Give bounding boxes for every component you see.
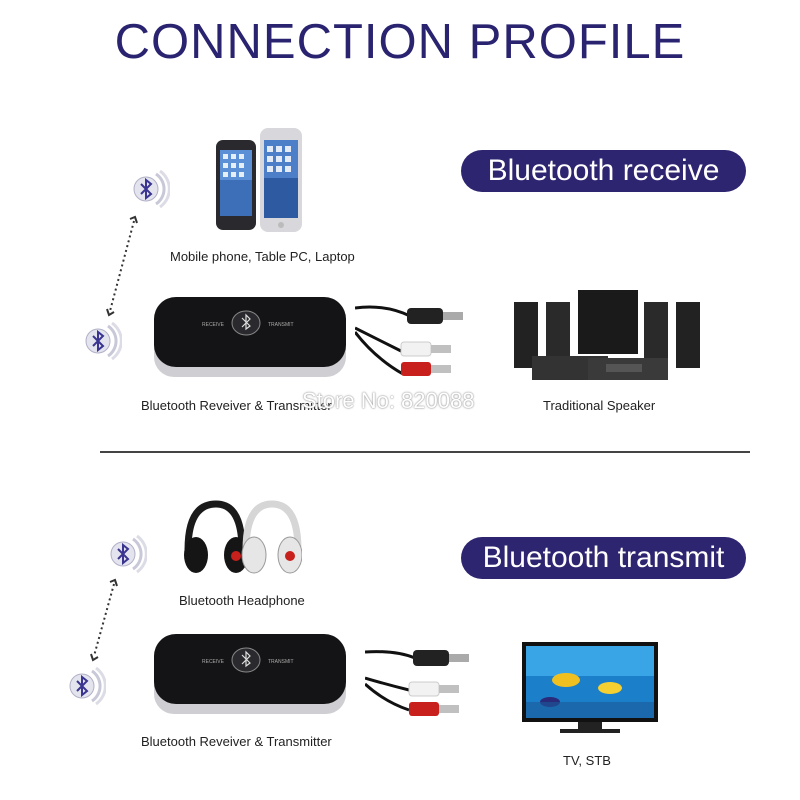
bluetooth-receiver-device: RECEIVE TRANSMIT	[150, 293, 350, 383]
headphone-icon	[182, 500, 302, 580]
bluetooth-icon	[128, 168, 170, 210]
bluetooth-receive-badge: Bluetooth receive	[461, 150, 746, 192]
source-device-label: Mobile phone, Table PC, Laptop	[170, 249, 355, 264]
receive-mode-text: RECEIVE	[202, 659, 225, 665]
transmit-mode-text: TRANSMIT	[268, 322, 294, 328]
audio-cable-icon	[355, 298, 475, 388]
tv-icon	[520, 640, 660, 736]
phone-icon	[214, 126, 304, 236]
bluetooth-transmit-badge: Bluetooth transmit	[461, 537, 746, 579]
device-label: Bluetooth Reveiver & Transmitter	[141, 398, 332, 413]
section-divider	[100, 451, 750, 453]
audio-cable-icon	[365, 640, 485, 730]
receive-mode-text: RECEIVE	[202, 322, 225, 328]
source-device-label: Bluetooth Headphone	[179, 593, 305, 608]
speaker-icon	[510, 288, 705, 388]
output-device-label: TV, STB	[563, 753, 611, 768]
bluetooth-receiver-device: RECEIVE TRANSMIT	[150, 630, 350, 720]
transmit-mode-text: TRANSMIT	[268, 659, 294, 665]
connection-arrow-icon	[104, 215, 140, 317]
store-watermark: Store No: 820088	[302, 388, 475, 413]
bluetooth-icon	[80, 320, 122, 362]
output-device-label: Traditional Speaker	[543, 398, 656, 413]
bluetooth-icon	[105, 533, 147, 575]
page-title: CONNECTION PROFILE	[114, 15, 686, 69]
device-label: Bluetooth Reveiver & Transmitter	[141, 734, 332, 749]
bluetooth-icon	[64, 665, 106, 707]
connection-arrow-icon	[86, 578, 122, 662]
